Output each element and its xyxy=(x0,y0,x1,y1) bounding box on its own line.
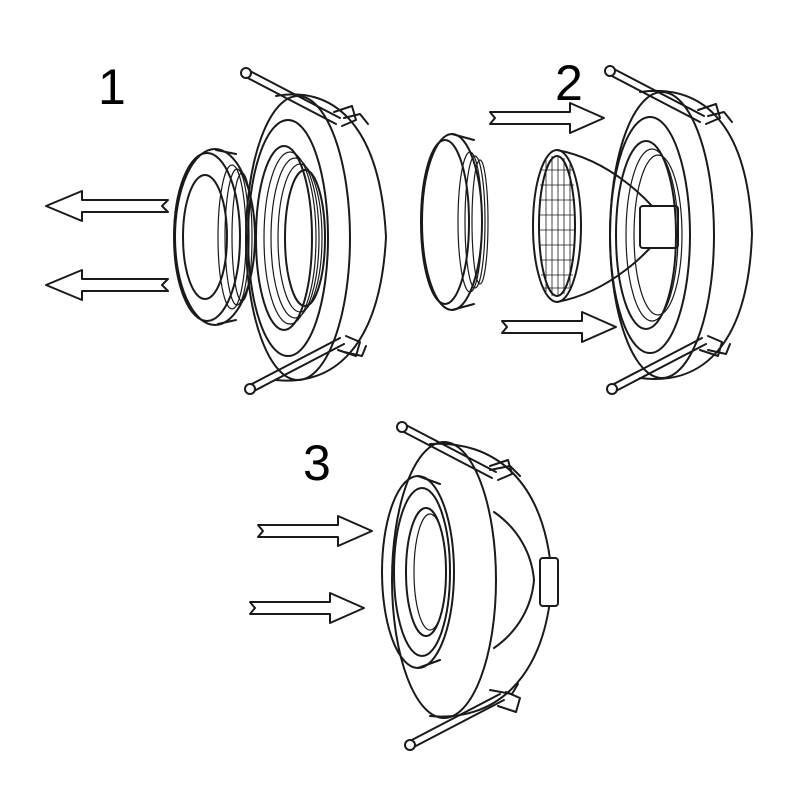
step-2-figure xyxy=(420,65,753,395)
step-2-number: 2 xyxy=(555,55,583,111)
arrow-right-icon xyxy=(257,515,373,547)
step-3-figure xyxy=(249,421,559,751)
step-3-number: 3 xyxy=(303,435,331,491)
spring-clip xyxy=(396,421,513,481)
downlight-housing xyxy=(391,441,559,719)
lamp-reflector xyxy=(532,149,679,303)
arrow-left-icon xyxy=(45,269,169,301)
downlight-housing xyxy=(245,93,387,382)
trim-ring xyxy=(173,148,256,326)
arrow-left-icon xyxy=(45,190,169,222)
arrow-right-icon xyxy=(249,592,365,624)
arrow-right-icon xyxy=(501,311,617,343)
spring-clip xyxy=(244,335,361,395)
step-1-number: 1 xyxy=(98,59,126,115)
spring-clip xyxy=(604,65,721,125)
spring-clip xyxy=(240,67,357,127)
trim-ring xyxy=(420,133,489,311)
spring-clip xyxy=(404,691,521,751)
downlight-housing xyxy=(609,90,753,380)
arrow-right-icon xyxy=(489,102,605,134)
step-1-figure xyxy=(45,67,387,395)
trim-ring xyxy=(381,475,455,669)
